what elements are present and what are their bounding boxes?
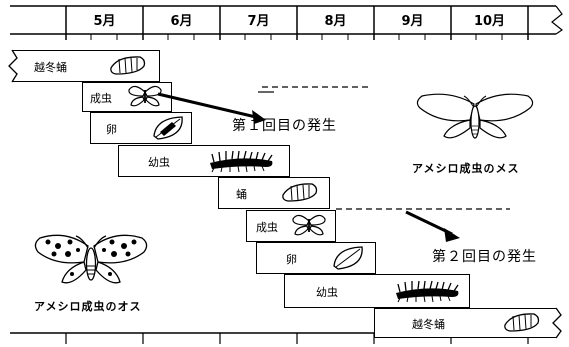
caterpillar-icon	[210, 150, 273, 173]
month-label-may: 5月	[93, 14, 116, 29]
timeline-header	[10, 5, 564, 40]
pupa-icon	[282, 183, 318, 202]
caterpillar-icon	[396, 280, 459, 303]
leaf-egg-icon	[153, 116, 183, 140]
stage-label-larva-gen1: 幼虫	[148, 156, 170, 169]
stage-label-egg-gen2: 卵	[286, 253, 297, 266]
gen1-dashed-line	[262, 86, 370, 88]
stage-label-overwinter-pupa-gen1: 越冬蛹	[34, 61, 67, 74]
stage-label-egg-gen1: 卵	[106, 123, 117, 136]
stage-label-adult-gen1: 成虫	[90, 92, 112, 105]
moth-female-caption: アメシロ成虫のメス	[412, 162, 520, 175]
month-label-july: 7月	[247, 14, 270, 29]
butterfly-icon	[128, 85, 162, 107]
gen2-dashed-line	[336, 208, 510, 210]
gen2-arrow	[405, 210, 460, 242]
torn-edge-left	[8, 49, 18, 83]
month-label-september: 9月	[401, 14, 424, 29]
moth-female-illustration	[416, 93, 534, 139]
leaf-egg-icon	[333, 246, 363, 270]
gen1-arrow	[157, 91, 274, 124]
torn-edge-right	[552, 307, 562, 339]
month-label-june: 6月	[170, 14, 193, 29]
stage-label-pupa-gen1: 蛹	[236, 188, 247, 201]
stage-label-larva-gen2: 幼虫	[316, 286, 338, 299]
moth-male-illustration	[34, 234, 148, 284]
pupa-icon	[504, 313, 540, 332]
stage-label-overwinter-pupa-gen2: 越冬蛹	[412, 318, 445, 331]
gen2-occurrence-label: 第２回目の発生	[432, 249, 537, 265]
stage-label-adult-gen2: 成虫	[256, 221, 278, 234]
month-label-october: 10月	[473, 14, 506, 29]
pupa-icon	[110, 56, 146, 75]
moth-male-caption: アメシロ成虫のオス	[34, 300, 142, 313]
gen1-occurrence-label: 第１回目の発生	[232, 118, 337, 134]
month-label-august: 8月	[324, 14, 347, 29]
butterfly-icon	[292, 214, 326, 236]
